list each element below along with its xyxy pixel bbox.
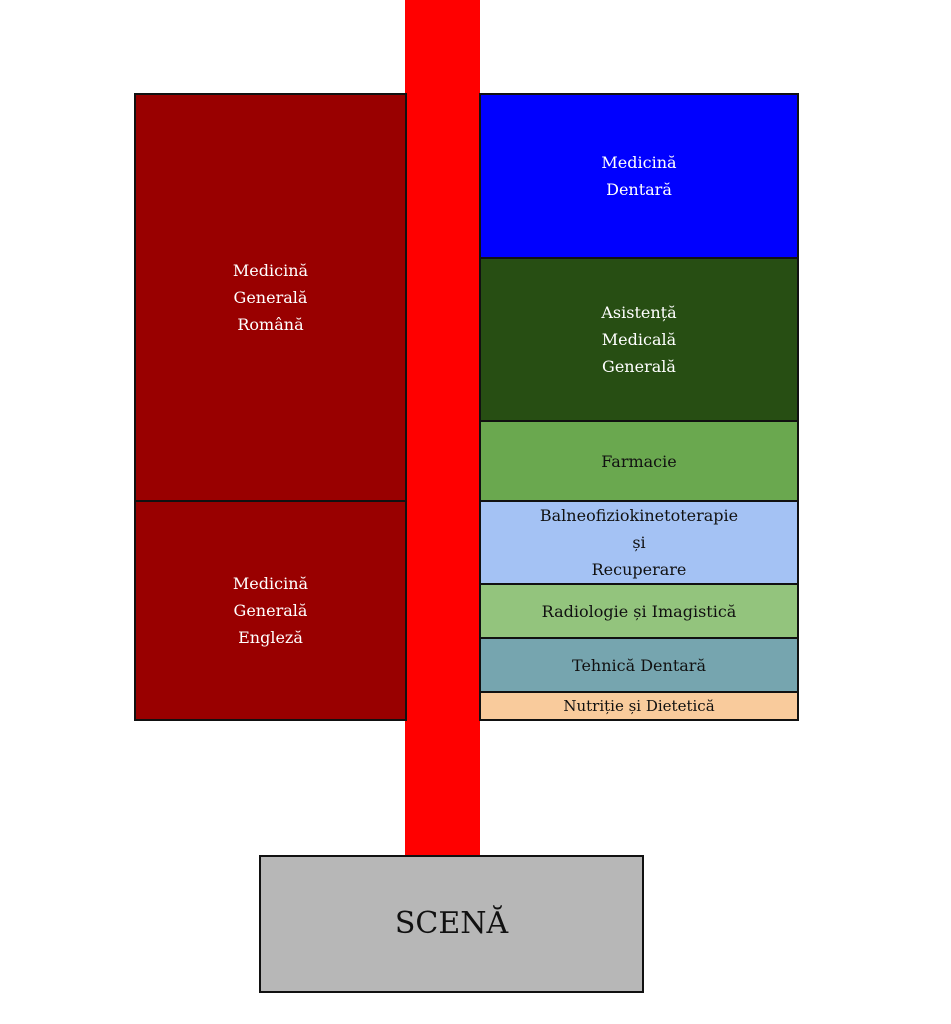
section-balneofiziokinetoterapie: Balneofiziokinetoterapie și Recuperare: [479, 500, 799, 585]
section-label: Radiologie și Imagistică: [541, 601, 737, 621]
section-asistenta-medicala-generala: Asistență Medicală Generală: [479, 257, 799, 422]
section-label: Medicină Generală Engleză: [232, 574, 309, 647]
stage: SCENĂ: [259, 855, 644, 993]
section-tehnica-dentara: Tehnică Dentară: [479, 637, 799, 693]
section-label: Medicină Generală Română: [232, 261, 309, 334]
section-label: Farmacie: [601, 451, 677, 471]
section-medicina-generala-engleza: Medicină Generală Engleză: [134, 500, 407, 721]
section-medicina-generala-romana: Medicină Generală Română: [134, 93, 407, 502]
stage-label: SCENĂ: [394, 906, 509, 941]
section-medicina-dentara: Medicină Dentară: [479, 93, 799, 259]
section-nutritie-dietetica: Nutriție și Dietetică: [479, 691, 799, 721]
section-label: Tehnică Dentară: [572, 655, 706, 675]
section-label: Asistență Medicală Generală: [601, 303, 677, 376]
section-label: Medicină Dentară: [601, 153, 677, 199]
section-farmacie: Farmacie: [479, 420, 799, 502]
section-label: Balneofiziokinetoterapie și Recuperare: [539, 506, 739, 579]
section-label: Nutriție și Dietetică: [563, 697, 715, 715]
central-aisle: [405, 0, 480, 858]
section-radiologie: Radiologie și Imagistică: [479, 583, 799, 639]
